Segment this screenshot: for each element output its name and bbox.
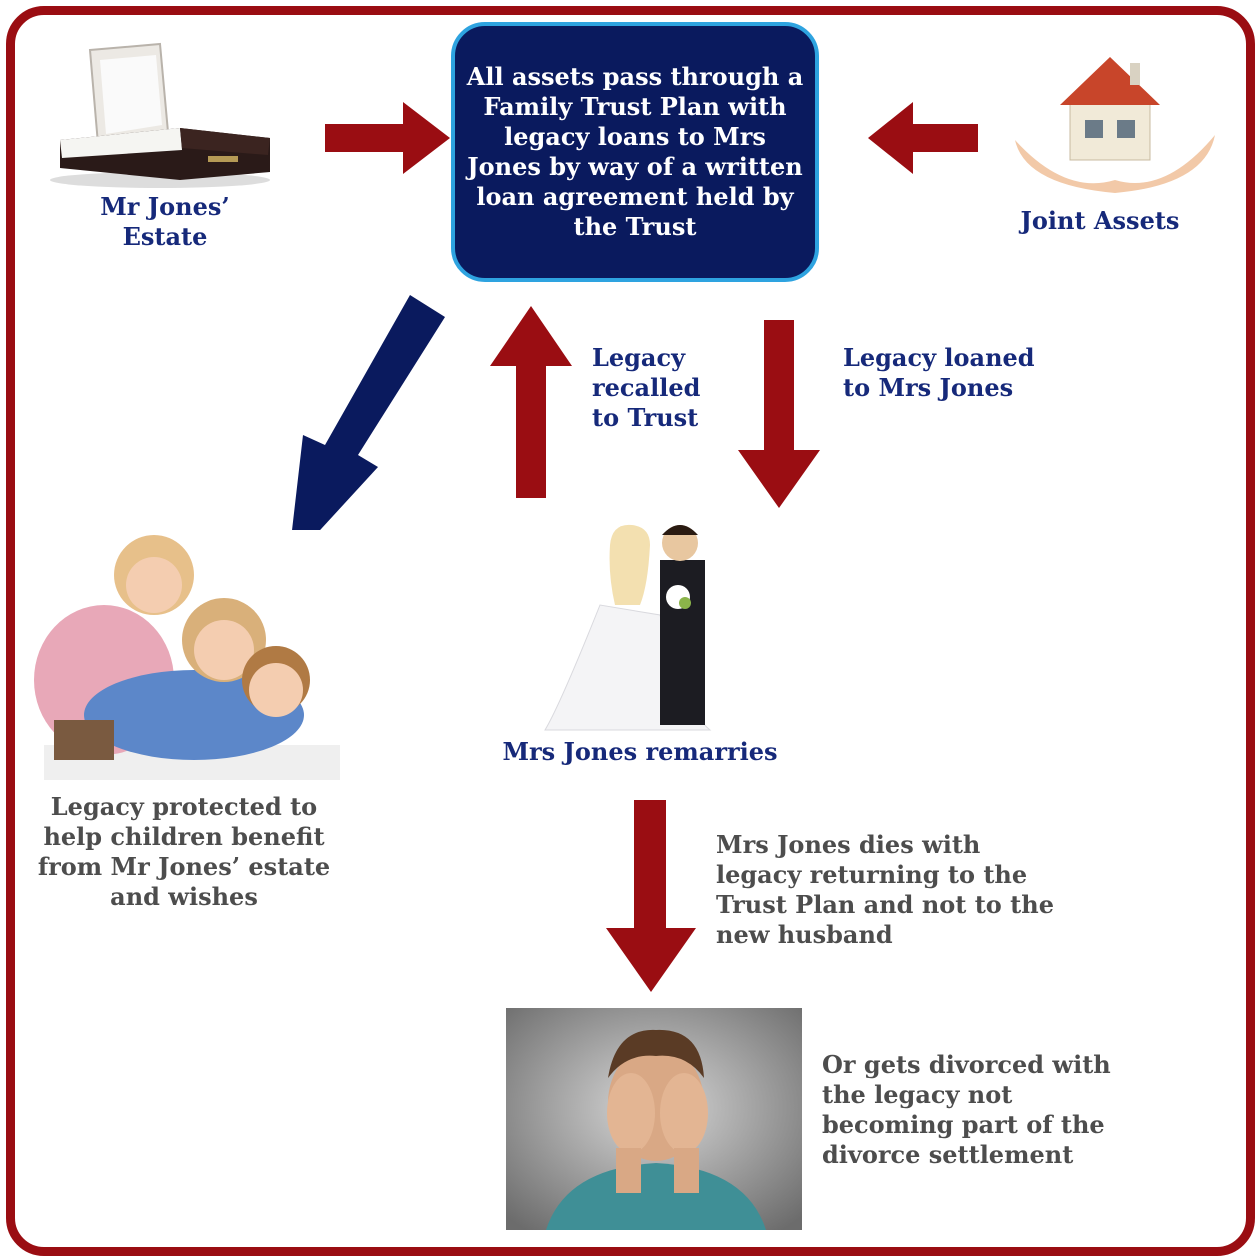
children-image [34, 530, 340, 780]
arrow-remarry-down [606, 800, 696, 992]
arrow-joint-to-trust [868, 102, 978, 174]
trust-plan-box: All assets pass through a Family Trust P… [451, 22, 819, 282]
remarries-label: Mrs Jones remarries [502, 737, 778, 766]
house-hands-image [1015, 57, 1215, 193]
loaned-label: Legacy loaned to Mrs Jones [843, 343, 1035, 402]
divorce-image [506, 1008, 802, 1230]
joint-assets-label: Joint Assets [1020, 206, 1180, 235]
estate-label: Mr Jones’ Estate [100, 192, 230, 251]
trust-plan-text: All assets pass through a Family Trust P… [466, 62, 804, 241]
arrow-estate-to-trust [325, 102, 450, 174]
coffin-image [50, 42, 270, 188]
arrow-trust-to-children [288, 295, 445, 565]
arrow-recalled-up [490, 306, 572, 498]
recalled-label: Legacy recalled to Trust [592, 343, 701, 432]
wedding-image [544, 524, 712, 731]
children-label: Legacy protected to help children benefi… [37, 792, 331, 911]
divorce-label: Or gets divorced with the legacy not bec… [822, 1050, 1111, 1169]
dies-label: Mrs Jones dies with legacy returning to … [716, 830, 1054, 949]
arrow-loaned-down [738, 320, 820, 508]
